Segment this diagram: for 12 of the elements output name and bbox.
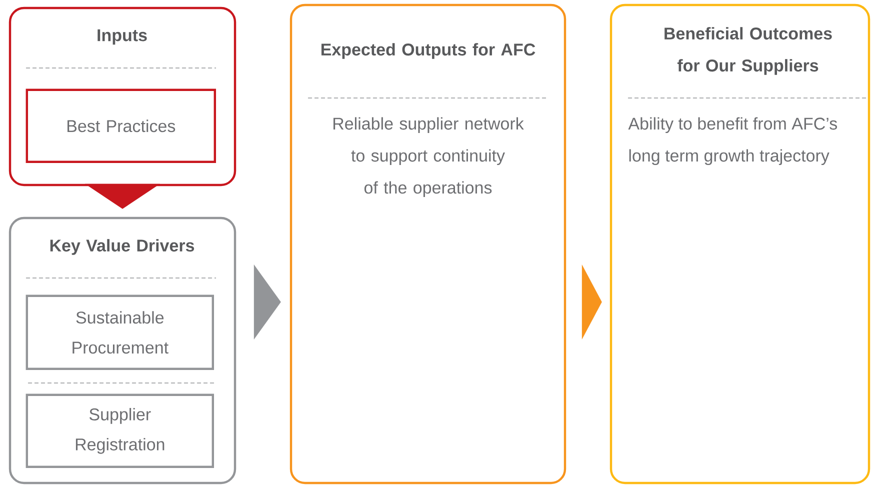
panel-text: Reliable supplier network to support continuity of the operations bbox=[334, 117, 524, 198]
arrow bbox=[582, 264, 602, 340]
arrow bbox=[254, 264, 281, 340]
panel-text: Ability to benefit from AFC’s long term growth trajectory bbox=[628, 117, 837, 166]
panel-heading: Inputs bbox=[98, 29, 147, 45]
panel-heading: Beneficial Outcomes for Our Suppliers bbox=[664, 27, 832, 75]
panel-heading: Expected Outputs for AFC bbox=[321, 43, 536, 59]
item-box: Best Practices bbox=[26, 88, 216, 163]
panel-heading: Key Value Drivers bbox=[50, 239, 194, 255]
arrow bbox=[85, 184, 160, 209]
item-box: Supplier Registration bbox=[26, 394, 214, 468]
item-box: Sustainable Procurement bbox=[26, 294, 214, 370]
